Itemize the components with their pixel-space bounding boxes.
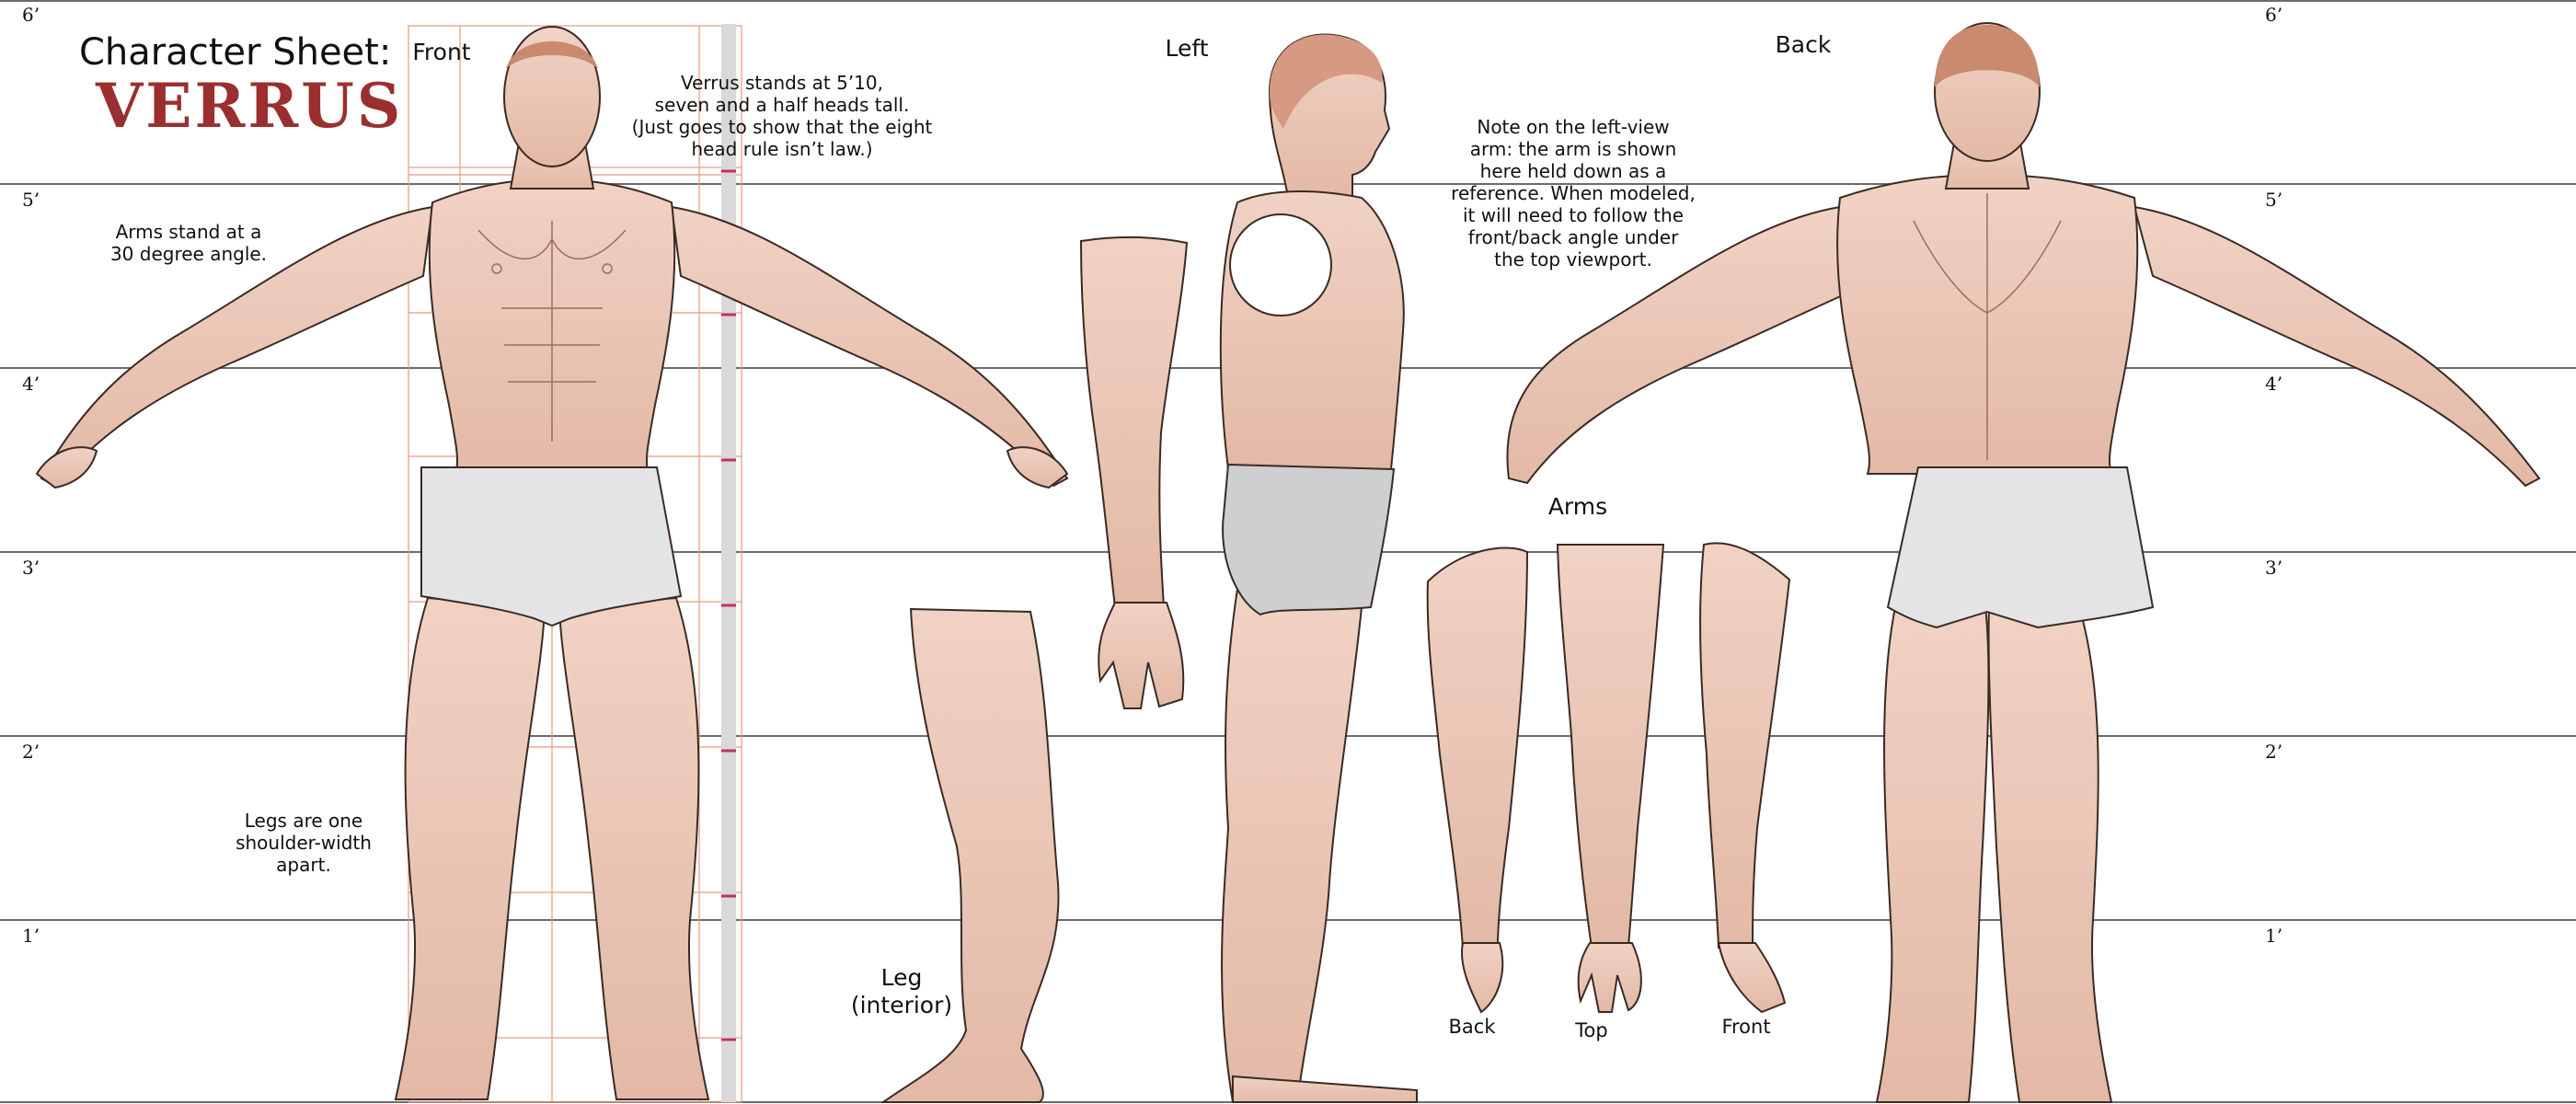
arm-label-top: Top [1575,1019,1608,1041]
height-label-1-left: 1’ [22,925,40,947]
arm-back-figure [1426,546,1529,1014]
height-label-3-right: 3’ [2265,557,2283,579]
arm-label-back: Back [1448,1016,1496,1038]
left-view-arm-figure [1079,236,1189,709]
height-label-4-right: 4’ [2265,373,2283,395]
height-label-6-left: 6’ [22,4,40,26]
height-label-2-left: 2’ [22,741,40,763]
note-legs-apart: Legs are one shoulder-width apart. [236,810,372,876]
height-label-5-right: 5’ [2265,189,2283,211]
height-label-1-right: 1’ [2265,925,2283,947]
front-view-hair [506,41,598,69]
height-label-2-right: 2’ [2265,741,2283,763]
height-label-6-right: 6’ [2265,4,2283,26]
height-label-3-left: 3’ [22,557,40,579]
view-label-leg-interior: Leg (interior) [850,964,953,1018]
note-arms-angle: Arms stand at a 30 degree angle. [109,221,268,265]
view-label-left: Left [1165,35,1209,62]
back-view-briefs [1886,466,2155,629]
note-height: Verrus stands at 5’10, seven and a half … [631,72,933,160]
front-view-details [477,221,627,442]
sheet-title: Character Sheet: [79,31,392,74]
front-view-briefs [420,466,683,627]
arm-label-front: Front [1721,1016,1771,1038]
side-view-shoulder-cutout [1229,213,1332,316]
front-view-figure [35,26,1069,1100]
arm-front-figure [1699,542,1791,1014]
character-name: VERRUS [96,70,404,142]
arm-top-figure [1556,544,1665,1013]
view-label-back: Back [1775,31,1832,58]
back-view-hair [1935,25,2040,87]
height-ruler [721,24,736,1102]
leg-interior-figure [880,607,1060,1103]
side-view-briefs [1222,463,1396,616]
view-label-front: Front [412,39,471,65]
height-line-6 [0,0,2576,2]
note-left-view: Note on the left-view arm: the arm is sh… [1451,116,1696,270]
view-label-arms: Arms [1547,493,1608,520]
back-view-details [1913,193,2062,460]
height-label-5-left: 5’ [22,189,40,211]
side-view-hair [1270,34,1383,129]
height-label-4-left: 4’ [22,373,40,395]
